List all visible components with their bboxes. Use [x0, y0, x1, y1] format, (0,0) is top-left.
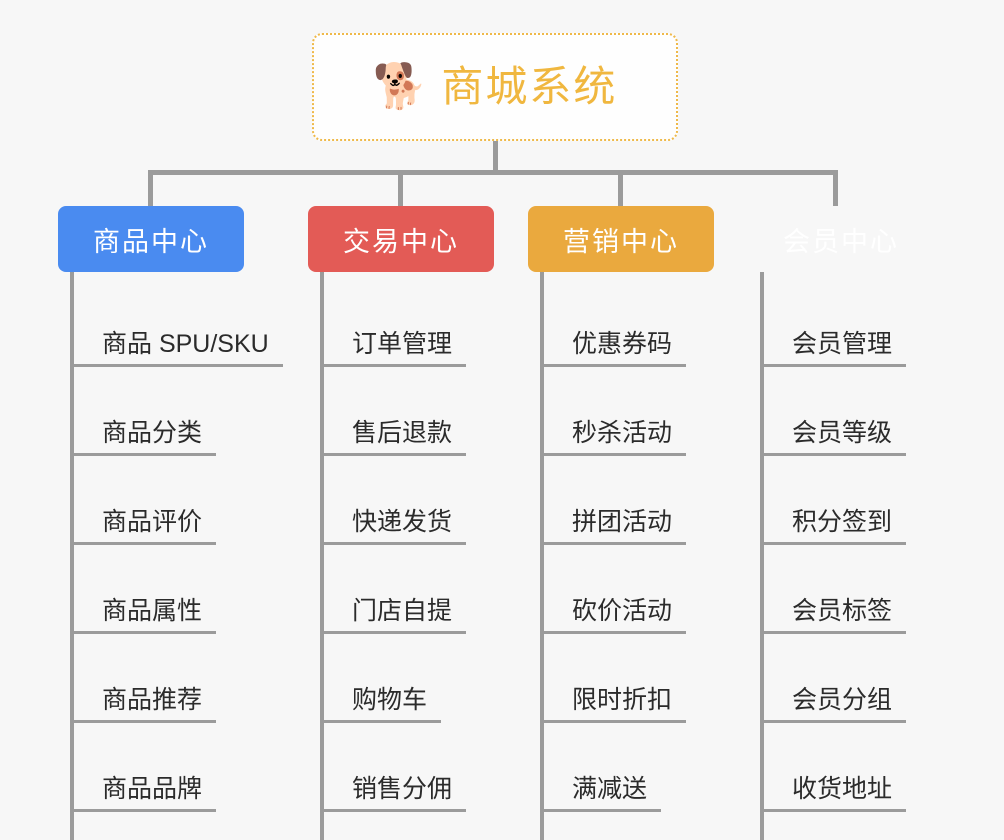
- leaf-item[interactable]: 商品品牌: [74, 723, 244, 812]
- branch-header-label-2: 交易中心: [343, 226, 459, 257]
- leaf-item[interactable]: 商品评价: [74, 456, 244, 545]
- leaf-label: 满减送: [544, 775, 662, 812]
- branch-body-3: 优惠券码 秒杀活动 拼团活动 砍价活动 限时折扣 满减送: [540, 272, 714, 840]
- leaf-item[interactable]: 积分签到: [764, 456, 934, 545]
- leaf-label: 商品分类: [74, 419, 217, 456]
- leaf-label: 购物车: [324, 686, 442, 723]
- leaf-item[interactable]: 商品属性: [74, 545, 244, 634]
- leaf-label: 会员分组: [764, 686, 907, 723]
- branch-column-4: 会员中心 会员管理 会员等级 积分签到 会员标签 会员分组 收货地址: [748, 206, 934, 840]
- leaf-label: 商品评价: [74, 508, 217, 545]
- connector-horizontal-bus: [148, 170, 838, 175]
- leaf-label: 会员标签: [764, 597, 907, 634]
- leaf-item[interactable]: 购物车: [324, 634, 494, 723]
- connector-drop-4: [833, 170, 838, 206]
- leaf-item[interactable]: 会员等级: [764, 367, 934, 456]
- leaf-label: 商品品牌: [74, 775, 217, 812]
- leaf-label: 会员管理: [764, 330, 907, 367]
- branch-body-2: 订单管理 售后退款 快递发货 门店自提 购物车 销售分佣: [320, 272, 494, 840]
- leaf-item[interactable]: 订单管理: [324, 278, 494, 367]
- branch-body-1: 商品 SPU/SKU 商品分类 商品评价 商品属性 商品推荐 商品品牌: [70, 272, 283, 840]
- leaf-item[interactable]: 砍价活动: [544, 545, 714, 634]
- leaf-label: 订单管理: [324, 330, 467, 367]
- connector-drop-3: [618, 170, 623, 206]
- leaf-label: 收货地址: [764, 775, 907, 812]
- leaf-item[interactable]: 快递发货: [324, 456, 494, 545]
- leaf-item[interactable]: 会员管理: [764, 278, 934, 367]
- branch-header-1[interactable]: 商品中心: [58, 206, 244, 272]
- leaf-item[interactable]: 满减送: [544, 723, 714, 812]
- leaf-label: 商品推荐: [74, 686, 217, 723]
- leaf-label: 砍价活动: [544, 597, 687, 634]
- branch-header-label-3: 营销中心: [563, 226, 679, 257]
- leaf-item[interactable]: 商品分类: [74, 367, 244, 456]
- connector-drop-1: [148, 170, 153, 206]
- leaf-label: 门店自提: [324, 597, 467, 634]
- root-title: 商城系统: [441, 63, 618, 110]
- leaf-label: 限时折扣: [544, 686, 687, 723]
- shiba-dog-face-icon: 🐕: [372, 62, 428, 111]
- connector-drop-2: [398, 170, 403, 206]
- leaf-label: 优惠券码: [544, 330, 687, 367]
- leaf-label: 销售分佣: [324, 775, 467, 812]
- branch-header-4[interactable]: 会员中心: [748, 206, 934, 272]
- leaf-item[interactable]: 售后退款: [324, 367, 494, 456]
- leaf-item[interactable]: 秒杀活动: [544, 367, 714, 456]
- branch-body-4: 会员管理 会员等级 积分签到 会员标签 会员分组 收货地址: [760, 272, 934, 840]
- branch-header-label-1: 商品中心: [93, 226, 209, 257]
- leaf-item[interactable]: 门店自提: [324, 545, 494, 634]
- leaf-label: 积分签到: [764, 508, 907, 545]
- leaf-label: 秒杀活动: [544, 419, 687, 456]
- branch-header-3[interactable]: 营销中心: [528, 206, 714, 272]
- leaf-label: 售后退款: [324, 419, 467, 456]
- branch-column-3: 营销中心 优惠券码 秒杀活动 拼团活动 砍价活动 限时折扣 满减送: [528, 206, 714, 840]
- connector-root-stem: [493, 141, 498, 173]
- leaf-item[interactable]: 商品 SPU/SKU: [74, 278, 283, 367]
- leaf-label: 会员等级: [764, 419, 907, 456]
- branch-column-2: 交易中心 订单管理 售后退款 快递发货 门店自提 购物车 销售分佣: [308, 206, 494, 840]
- leaf-item[interactable]: 拼团活动: [544, 456, 714, 545]
- leaf-item[interactable]: 会员分组: [764, 634, 934, 723]
- leaf-item[interactable]: 收货地址: [764, 723, 934, 812]
- leaf-label: 商品 SPU/SKU: [74, 330, 283, 367]
- branch-header-label-4: 会员中心: [783, 226, 899, 257]
- leaf-item[interactable]: 销售分佣: [324, 723, 494, 812]
- root-node[interactable]: 🐕 商城系统: [312, 33, 678, 141]
- leaf-item[interactable]: 会员标签: [764, 545, 934, 634]
- leaf-item[interactable]: 限时折扣: [544, 634, 714, 723]
- leaf-label: 商品属性: [74, 597, 217, 634]
- branch-column-1: 商品中心 商品 SPU/SKU 商品分类 商品评价 商品属性 商品推荐 商品品牌: [58, 206, 283, 840]
- leaf-label: 拼团活动: [544, 508, 687, 545]
- leaf-item[interactable]: 商品推荐: [74, 634, 244, 723]
- branch-header-2[interactable]: 交易中心: [308, 206, 494, 272]
- leaf-label: 快递发货: [324, 508, 467, 545]
- leaf-item[interactable]: 优惠券码: [544, 278, 714, 367]
